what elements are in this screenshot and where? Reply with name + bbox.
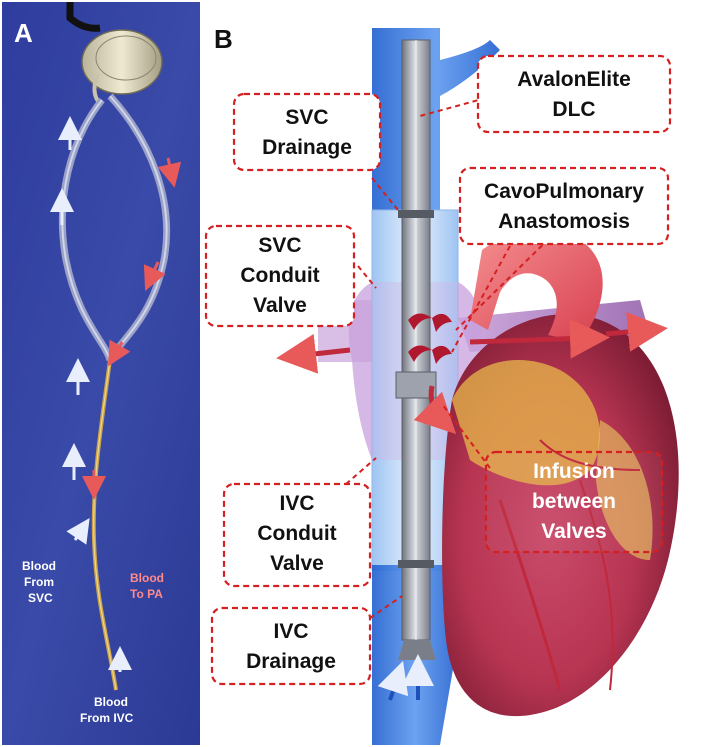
callout-svc-conduit-valve: SVC Conduit Valve bbox=[206, 226, 354, 326]
panel-a-letter: A bbox=[14, 18, 33, 48]
callout-line: Valve bbox=[253, 294, 307, 317]
callout-line: Anastomosis bbox=[498, 210, 630, 233]
callout-line: between bbox=[532, 490, 616, 513]
callout-cavopulmonary-anastomosis: CavoPulmonary Anastomosis bbox=[460, 168, 668, 244]
callout-line: SVC bbox=[258, 234, 301, 257]
cannula-ring bbox=[398, 560, 434, 568]
callout-line: Conduit bbox=[257, 522, 336, 545]
callout-line: SVC bbox=[285, 106, 328, 129]
label-blood-from-svc: Blood From SVC bbox=[22, 559, 56, 605]
callout-line: Valves bbox=[541, 520, 606, 543]
callout-ivc-conduit-valve: IVC Conduit Valve bbox=[224, 484, 370, 586]
callout-infusion-between-valves: Infusion between Valves bbox=[486, 452, 662, 552]
callout-line: Drainage bbox=[246, 650, 336, 673]
callout-line: AvalonElite bbox=[517, 68, 631, 91]
label-line: Blood bbox=[94, 695, 128, 709]
callout-line: DLC bbox=[552, 98, 595, 121]
label-line: From bbox=[24, 575, 54, 589]
label-line: Blood bbox=[130, 571, 164, 585]
label-line: To PA bbox=[130, 587, 163, 601]
callout-svc-drainage: SVC Drainage bbox=[234, 94, 380, 170]
panel-a-photo: A Blood From SVC Blood To PA Blood From … bbox=[2, 2, 200, 745]
callout-line: CavoPulmonary bbox=[484, 180, 644, 203]
label-line: Blood bbox=[22, 559, 56, 573]
label-line: From IVC bbox=[80, 711, 134, 725]
callout-line: IVC bbox=[279, 492, 314, 515]
photo-background bbox=[2, 2, 200, 745]
callout-avalon-elite: AvalonElite DLC bbox=[478, 56, 670, 132]
cannula-ring bbox=[398, 210, 434, 218]
cannula-tip bbox=[398, 640, 436, 660]
callout-line: Conduit bbox=[240, 264, 319, 287]
panel-b-illustration: B bbox=[206, 24, 679, 745]
callout-line: Valve bbox=[270, 552, 324, 575]
callout-line: Infusion bbox=[533, 460, 615, 483]
callout-line: Drainage bbox=[262, 136, 352, 159]
panel-b-letter: B bbox=[214, 24, 233, 54]
label-line: SVC bbox=[28, 591, 53, 605]
callout-line: IVC bbox=[273, 620, 308, 643]
callout-ivc-drainage: IVC Drainage bbox=[212, 608, 370, 684]
